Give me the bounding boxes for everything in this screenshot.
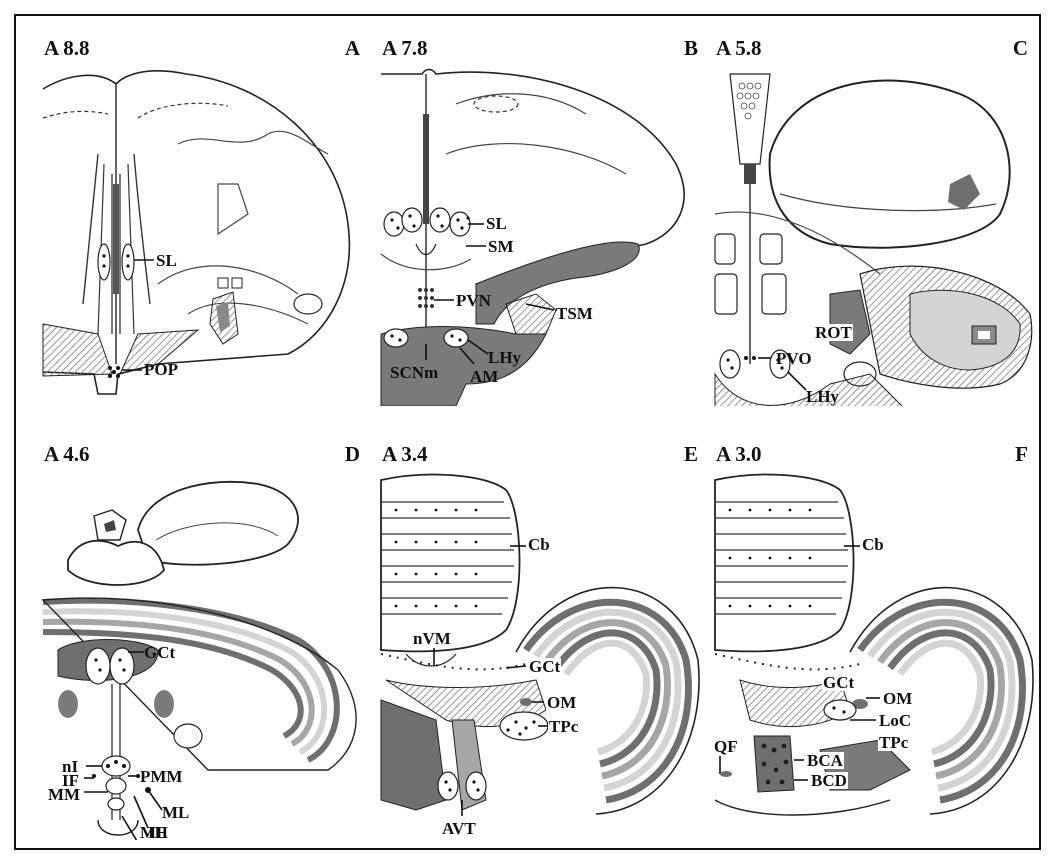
panel-letter: B (684, 36, 698, 61)
atlas-figure: A 8.8 A SL POP (14, 14, 1041, 850)
structure-label-om: OM (546, 694, 577, 711)
panel-letter: A (345, 36, 360, 61)
structure-label-tpc: TPc (548, 718, 579, 735)
structure-label-ml: ML (162, 804, 189, 821)
structure-label-avt: AVT (442, 820, 476, 837)
panel-letter: D (345, 442, 360, 467)
panel-letter: E (684, 442, 698, 467)
structure-label-am: AM (470, 368, 498, 385)
structure-label-tsm: TSM (556, 305, 593, 322)
structure-label-sl: SL (486, 215, 507, 232)
panel-c: A 5.8 C ROT PVO LHy (710, 34, 1036, 406)
structure-label-pvn: PVN (456, 292, 491, 309)
structure-label-lhy: LHy (488, 349, 521, 366)
structure-label-nvm: nVM (412, 630, 452, 647)
section-drawing-f (710, 440, 1036, 840)
section-drawing-a (38, 34, 368, 406)
structure-label-loc: LoC (878, 712, 912, 729)
structure-label-sl: SL (156, 252, 177, 269)
structure-label-pvo: PVO (776, 350, 812, 367)
panel-letter: C (1013, 36, 1028, 61)
coordinate-label: A 8.8 (44, 36, 90, 61)
structure-label-me: ME (140, 824, 167, 840)
section-drawing-d (38, 440, 368, 840)
coordinate-label: A 7.8 (382, 36, 428, 61)
structure-label-om: OM (882, 690, 913, 707)
structure-label-gct: GCt (822, 674, 855, 691)
panel-d: A 4.6 D GCt nI IF PMM MM ML IH ME (38, 440, 368, 840)
structure-label-mm: MM (48, 786, 80, 803)
panel-e: A 3.4 E Cb nVM GCt OM TPc AVT (376, 440, 706, 840)
structure-label-tpc: TPc (878, 734, 909, 751)
panel-f: A 3.0 F Cb GCt OM LoC QF BCA TPc BCD (710, 440, 1036, 840)
panel-a: A 8.8 A SL POP (38, 34, 368, 406)
structure-label-bca: BCA (806, 752, 844, 769)
structure-label-rot: ROT (814, 324, 853, 341)
section-drawing-b (376, 34, 706, 406)
coordinate-label: A 5.8 (716, 36, 762, 61)
structure-label-qf: QF (714, 738, 738, 755)
structure-label-gct: GCt (528, 658, 561, 675)
structure-label-pmm: PMM (140, 768, 182, 785)
structure-label-bcd: BCD (810, 772, 848, 789)
structure-label-scnm: SCNm (390, 364, 438, 381)
coordinate-label: A 3.4 (382, 442, 428, 467)
structure-label-sm: SM (488, 238, 514, 255)
panel-letter: F (1015, 442, 1028, 467)
coordinate-label: A 4.6 (44, 442, 90, 467)
panel-b: A 7.8 B SL SM PVN TSM LHy SCNm AM (376, 34, 706, 406)
structure-label-lhy: LHy (806, 388, 839, 405)
section-drawing-c (710, 34, 1036, 406)
structure-label-pop: POP (144, 361, 178, 378)
structure-label-gct: GCt (144, 644, 175, 661)
structure-label-cb: Cb (862, 536, 884, 553)
structure-label-cb: Cb (528, 536, 550, 553)
coordinate-label: A 3.0 (716, 442, 762, 467)
